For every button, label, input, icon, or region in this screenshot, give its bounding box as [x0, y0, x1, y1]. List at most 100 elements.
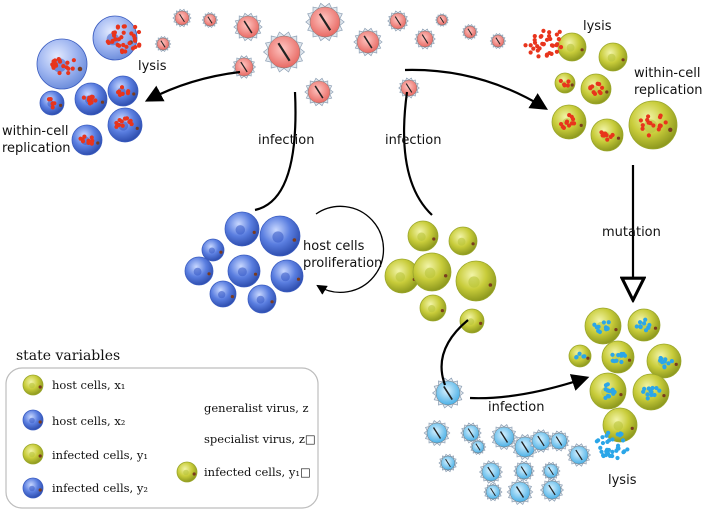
- virus-dots: [50, 57, 76, 76]
- proliferation-label-2: proliferation: [303, 256, 382, 271]
- virus-dots: [599, 130, 615, 142]
- infected-cell-y2: [107, 107, 143, 143]
- generalist-virus: [304, 77, 334, 107]
- virus-dots: [523, 28, 564, 59]
- legend-item-infected-y1: infected cells, y₁: [52, 448, 148, 462]
- specialist-virus: [490, 423, 518, 451]
- legend-icon-infected-y2: [22, 477, 44, 499]
- virus-dots: [105, 24, 142, 55]
- mutation-label: mutation: [602, 225, 661, 240]
- generalist-virus: [201, 11, 219, 29]
- host-cell-x2: [209, 280, 237, 308]
- infected-cell-y1-specialist: [584, 307, 622, 345]
- within-cell-label-left-2: replication: [2, 141, 71, 156]
- legend-icons: [22, 374, 198, 499]
- legend-icon-infected-y1-specialist: [176, 461, 198, 483]
- host-cell-x2: [227, 254, 261, 288]
- legend-icon-host-x2: [22, 409, 44, 431]
- legend-box: [5, 367, 319, 509]
- legend-icon-host-x1: [22, 374, 44, 396]
- virus-dots: [610, 351, 628, 365]
- host-cell-x1: [412, 252, 452, 292]
- specialist-virus: [566, 443, 592, 467]
- generalist-virus: [262, 31, 306, 73]
- specialist-virus: [478, 460, 504, 484]
- host-cell-x1: [419, 294, 447, 322]
- virus-dots: [603, 382, 617, 401]
- generalist-virus: [489, 32, 507, 50]
- specialist-virus: [541, 461, 561, 481]
- lysis-label-top-right: lysis: [583, 19, 612, 34]
- arrow-to-left-replication: [144, 70, 241, 102]
- host-cell-x2: [201, 238, 225, 262]
- specialist-virus: [469, 438, 487, 456]
- within-cell-label-left-1: within-cell: [2, 124, 69, 139]
- specialist-virus: [432, 377, 464, 409]
- infected-cell-y1-specialist: [602, 407, 638, 443]
- specialist-virus: [506, 478, 534, 506]
- infected-cell-y1-specialist: [568, 344, 592, 368]
- legend-item-generalist-virus: generalist virus, z: [204, 401, 309, 415]
- infected-cell-y2: [107, 75, 139, 107]
- infection-label-mid: infection: [385, 133, 441, 148]
- specialist-virus: [460, 422, 482, 444]
- curve-bottom-infection: [440, 319, 469, 386]
- virus-dots: [81, 94, 98, 106]
- legend-title: state variables: [16, 348, 120, 364]
- virus-dots: [558, 112, 577, 130]
- generalist-virus: [233, 12, 263, 42]
- legend: state variables host cells, x₁ host cell…: [5, 348, 319, 509]
- infection-label-left: infection: [258, 133, 314, 148]
- virus-dots: [588, 81, 605, 96]
- within-cell-label-right-1: within-cell: [634, 66, 701, 81]
- virus-dots: [594, 430, 630, 461]
- generalist-virus: [353, 27, 383, 57]
- legend-icon-infected-y1: [22, 443, 44, 465]
- infection-label-bottom: infection: [488, 400, 544, 415]
- generalist-virus: [398, 77, 420, 99]
- virus-dots: [558, 78, 571, 88]
- host-cell-x1: [407, 220, 439, 252]
- host-cell-x2: [224, 211, 260, 247]
- host-cell-x2: [184, 256, 214, 286]
- generalist-virus: [172, 8, 192, 28]
- infected-cell-y2: [36, 38, 88, 90]
- dots-layer: [27, 24, 675, 493]
- generalist-virus: [154, 35, 172, 53]
- legend-item-host-x2: host cells, x₂: [52, 414, 125, 428]
- virus-dots: [46, 97, 57, 110]
- virus-dots: [641, 385, 662, 401]
- specialist-virus: [539, 478, 565, 502]
- specialist-virus: [548, 430, 570, 452]
- infected-cell-y1: [557, 32, 587, 62]
- host-cell-x1: [459, 308, 485, 334]
- specialist-virus: [528, 429, 554, 453]
- virus-dots: [638, 113, 668, 138]
- infected-cell-y1: [580, 73, 612, 105]
- specialist-virus: [513, 460, 535, 482]
- curve-mid-infection: [402, 91, 433, 216]
- proliferation-circle: [315, 205, 385, 295]
- legend-item-host-x1: host cells, x₁: [52, 378, 125, 392]
- legend-item-infected-y1-specialist: infected cells, y₁□: [204, 465, 311, 479]
- arrow-bottom-infection: [469, 374, 590, 400]
- virus-dots: [658, 355, 675, 370]
- generalist-virus: [387, 10, 409, 32]
- specialist-virus: [423, 419, 451, 447]
- host-cell-x1: [448, 226, 478, 256]
- host-cell-x2: [247, 284, 277, 314]
- host-cell-x2: [259, 215, 301, 257]
- generalist-virus: [461, 23, 479, 41]
- proliferation-label-1: host cells: [303, 239, 365, 254]
- infected-cell-y1: [598, 42, 628, 72]
- curve-left-infection: [254, 91, 297, 212]
- generalist-virus: [435, 13, 449, 27]
- host-cell-x2: [270, 259, 304, 293]
- virus-dots: [592, 320, 611, 335]
- arrow-to-right-replication: [404, 68, 548, 110]
- virus-dots: [574, 351, 587, 360]
- generalist-virus: [414, 28, 436, 50]
- virus-dots: [78, 134, 95, 146]
- arrows: [144, 68, 633, 400]
